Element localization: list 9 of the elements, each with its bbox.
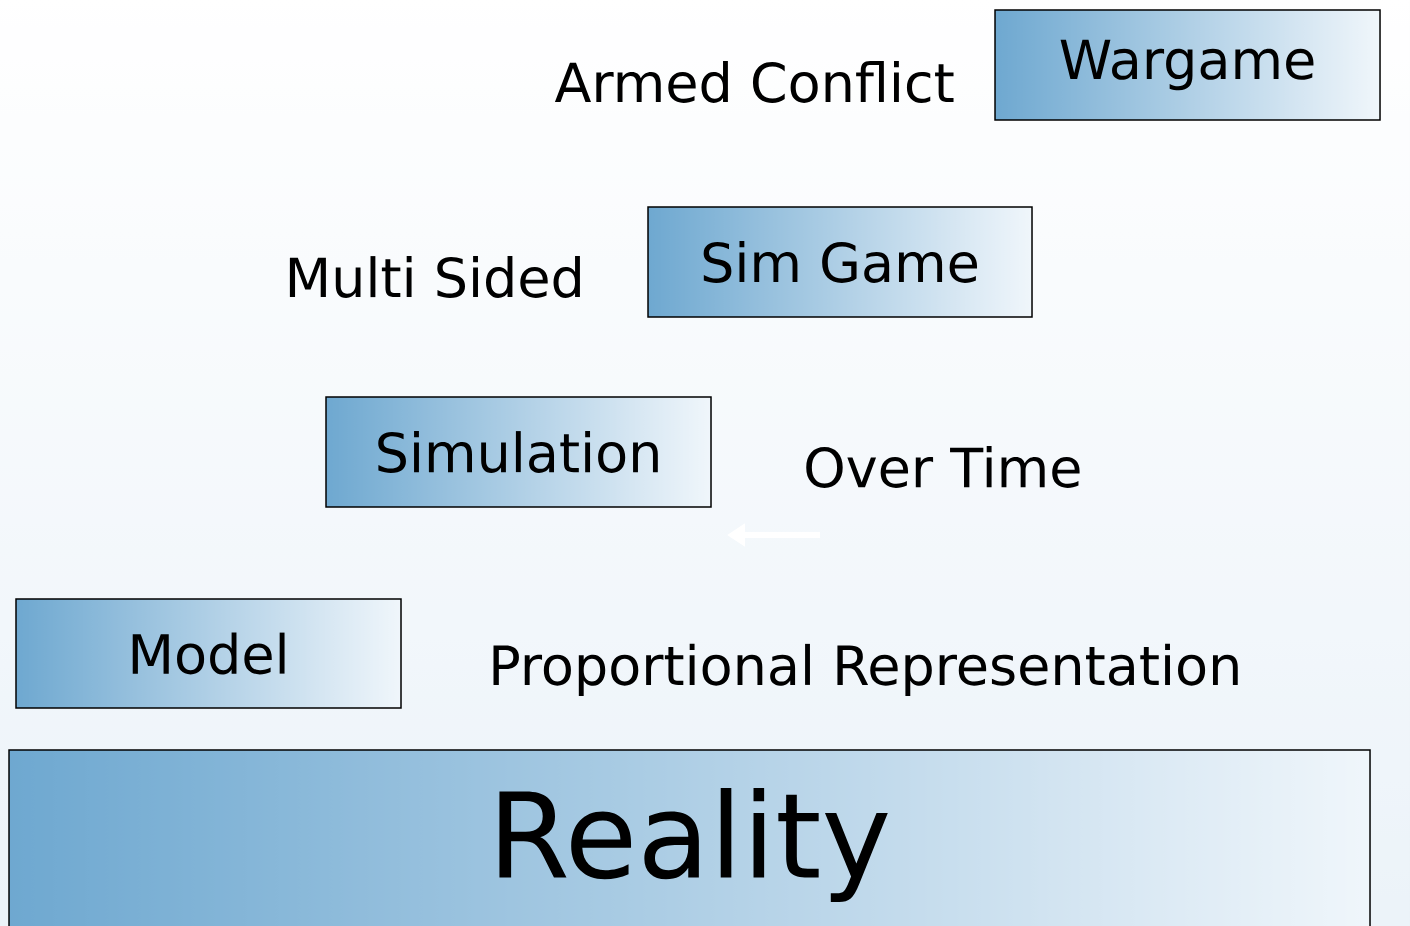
gradient-box: Reality [8,749,1371,926]
side-label: Over Time [806,446,1080,488]
gradient-box: Wargame [994,9,1381,121]
side-label: Armed Conflict [554,61,954,103]
gradient-box: Sim Game [647,206,1033,318]
side-label: Multi Sided [289,256,580,298]
gradient-box: Model [15,598,402,709]
side-label: Proportional Representation [493,643,1238,697]
gradient-box: Simulation [325,396,712,508]
